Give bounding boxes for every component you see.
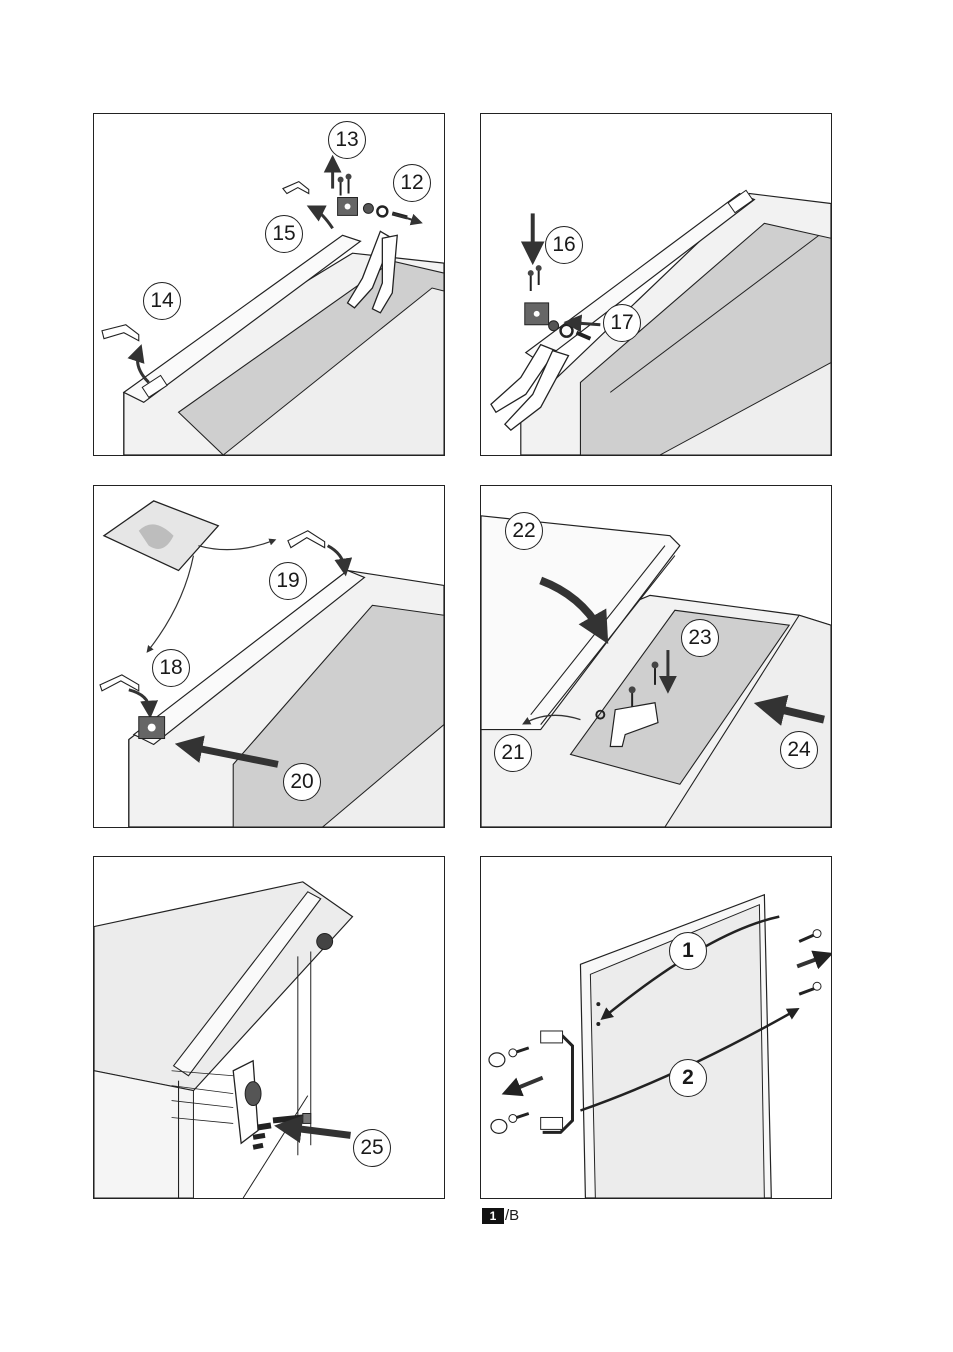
- panel-1-remove-hinge: 13 12 15 14: [93, 113, 445, 456]
- panel-2-illustration: [481, 114, 831, 455]
- step-callout-25: 25: [353, 1129, 391, 1167]
- figure-number: 1: [482, 1208, 504, 1224]
- step-callout-19: 19: [269, 562, 307, 600]
- hinge-bracket-icon: [338, 198, 358, 216]
- screw-icon: [528, 265, 542, 291]
- cover-cap-icon: [102, 325, 139, 341]
- panel-4-attach-door: 22 23 21 24: [480, 485, 832, 828]
- step-callout-16: 16: [545, 226, 583, 264]
- panel-6-handle-swap: 1 2: [480, 856, 832, 1199]
- step-callout-13: 13: [328, 121, 366, 159]
- panel-1-illustration: [94, 114, 444, 455]
- step-callout-14: 14: [143, 282, 181, 320]
- step-callout-21: 21: [494, 734, 532, 772]
- figure-suffix: /B: [505, 1207, 519, 1224]
- cover-cap-icon: [489, 1053, 507, 1134]
- cover-cap-icon: [100, 675, 139, 691]
- panel-6-illustration: [481, 857, 831, 1198]
- hinge-bracket-icon: [233, 1061, 261, 1144]
- step-callout-15: 15: [265, 215, 303, 253]
- step-callout-23: 23: [681, 619, 719, 657]
- panel-5-fix-bracket: 25: [93, 856, 445, 1199]
- door-handle-icon: [541, 1031, 573, 1132]
- cover-cap-icon: [283, 182, 309, 194]
- figure-reference: 1 /B: [482, 1207, 519, 1224]
- step-callout-2: 2: [669, 1059, 707, 1097]
- screw-icon: [338, 174, 352, 196]
- step-callout-12: 12: [393, 164, 431, 202]
- panel-3-fit-covers: 19 18 20: [93, 485, 445, 828]
- panel-5-illustration: [94, 857, 444, 1198]
- step-callout-20: 20: [283, 763, 321, 801]
- panel-2-mount-hinge: 16 17: [480, 113, 832, 456]
- cover-cap-icon: [288, 531, 325, 548]
- hinge-bracket-icon: [525, 303, 549, 325]
- step-callout-1: 1: [669, 932, 707, 970]
- panel-3-illustration: [94, 486, 444, 827]
- step-callout-18: 18: [152, 649, 190, 687]
- hinge-bracket-icon: [139, 717, 165, 739]
- step-callout-22: 22: [505, 512, 543, 550]
- parts-bag-icon: [104, 501, 218, 571]
- step-callout-17: 17: [603, 304, 641, 342]
- step-callout-24: 24: [780, 731, 818, 769]
